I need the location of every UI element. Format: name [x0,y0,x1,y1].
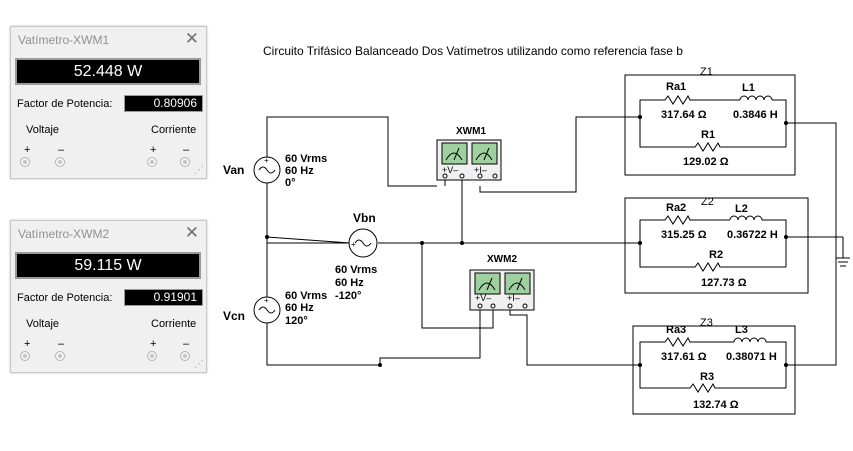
resize-grip-icon[interactable]: ⋰ [194,165,204,176]
source-phase: -120° [335,290,361,302]
schematic-title: Circuito Trifásico Balanceado Dos Vatíme… [263,44,683,58]
l-value: 0.36722 H [727,229,778,241]
svg-text:+: + [264,156,269,165]
current-minus-sign: – [183,338,190,350]
r-label: R1 [701,129,715,141]
ra-label: Ra3 [666,324,686,336]
power-factor-label: Factor de Potencia: [17,292,113,304]
r-value: 132.74 Ω [693,399,739,411]
ra-value: 315.25 Ω [661,229,707,241]
close-icon[interactable]: ✕ [184,29,199,48]
voltage-minus-terminal[interactable] [55,157,65,167]
wattmeter-xwm2-symbol[interactable]: XWM2 +V– +I– [469,254,535,311]
source-name: Vbn [353,211,376,225]
close-icon[interactable]: ✕ [184,223,199,242]
ra-label: Ra1 [666,81,686,93]
wattmeter-title: Vatímetro-XWM1 [18,33,110,47]
source-voltage: 60 Vrms [285,290,327,302]
resize-grip-icon[interactable]: ⋰ [194,359,204,370]
wattmeter-title: Vatímetro-XWM2 [18,227,110,241]
source-name: Van [223,163,244,177]
r-label: R3 [700,371,714,383]
voltage-plus-sign: + [24,144,31,156]
l-value: 0.38071 H [726,351,777,363]
load-name: Z1 [700,66,713,78]
wattmeter-xwm1-symbol[interactable]: XWM1 +V– +I– [436,126,502,181]
current-coil-label: +I– [474,165,487,175]
source-frequency: 60 Hz [285,165,314,177]
current-plus-sign: + [150,144,157,156]
load-name: Z2 [701,196,714,208]
source-vcn[interactable]: + Vcn 60 Vrms 60 Hz 120° [223,290,327,327]
voltage-plus-sign: + [24,338,31,350]
l-value: 0.3846 H [733,109,778,121]
wattmeter-xwm2-panel: Vatímetro-XWM2 ✕ 59.115 W Factor de Pote… [10,220,207,373]
voltage-label: Voltaje [26,124,60,136]
source-van[interactable]: + Van 60 Vrms 60 Hz 0° [223,153,327,189]
current-minus-sign: – [183,144,190,156]
current-plus-terminal[interactable] [147,351,157,361]
l-label: L3 [735,324,748,336]
meter-name: XWM1 [456,126,486,137]
source-phase: 120° [285,315,308,327]
voltage-plus-terminal[interactable] [20,157,30,167]
load-name: Z3 [700,317,713,329]
power-reading: 52.448 W [15,58,201,85]
load-z2[interactable]: Z2 Ra2 315.25 Ω L2 0.36722 H R2 127.73 Ω [624,196,809,294]
power-reading: 59.115 W [15,252,201,279]
voltage-minus-sign: – [58,144,65,156]
load-z3[interactable]: Z3 Ra3 317.61 Ω L3 0.38071 H R3 132.74 Ω [632,317,796,415]
load-z1[interactable]: Z1 Ra1 317.64 Ω L1 0.3846 H R1 129.02 Ω [624,66,796,176]
svg-text:+: + [264,296,269,305]
source-name: Vcn [223,309,245,323]
r-value: 127.73 Ω [701,277,747,289]
svg-text:+: + [351,240,356,249]
power-factor-label: Factor de Potencia: [17,98,113,110]
current-coil-label: +I– [507,293,520,303]
source-vbn[interactable]: + Vbn 60 Vrms 60 Hz -120° [335,211,378,302]
current-label: Corriente [151,124,197,136]
ra-value: 317.64 Ω [661,109,707,121]
current-label: Corriente [151,318,197,330]
current-minus-terminal[interactable] [180,351,190,361]
voltage-plus-terminal[interactable] [20,351,30,361]
ra-value: 317.61 Ω [661,351,707,363]
current-plus-terminal[interactable] [147,157,157,167]
source-voltage: 60 Vrms [285,153,327,165]
current-minus-terminal[interactable] [180,157,190,167]
r-label: R2 [709,249,723,261]
l-label: L1 [742,82,755,94]
source-voltage: 60 Vrms [335,264,377,276]
r-value: 129.02 Ω [683,156,729,168]
l-label: L2 [735,203,748,215]
voltage-minus-terminal[interactable] [55,351,65,361]
source-frequency: 60 Hz [335,277,364,289]
ra-label: Ra2 [666,202,686,214]
voltage-minus-sign: – [58,338,65,350]
current-plus-sign: + [150,338,157,350]
wattmeter-xwm1-panel: Vatímetro-XWM1 ✕ 52.448 W Factor de Pote… [10,26,207,179]
voltage-coil-label: +V– [475,293,491,303]
meter-name: XWM2 [487,254,517,265]
source-frequency: 60 Hz [285,302,314,314]
voltage-coil-label: +V– [442,165,458,175]
voltage-label: Voltaje [26,318,60,330]
source-phase: 0° [285,177,296,189]
power-factor-value: 0.91901 [124,289,203,306]
power-factor-value: 0.80906 [124,95,203,112]
